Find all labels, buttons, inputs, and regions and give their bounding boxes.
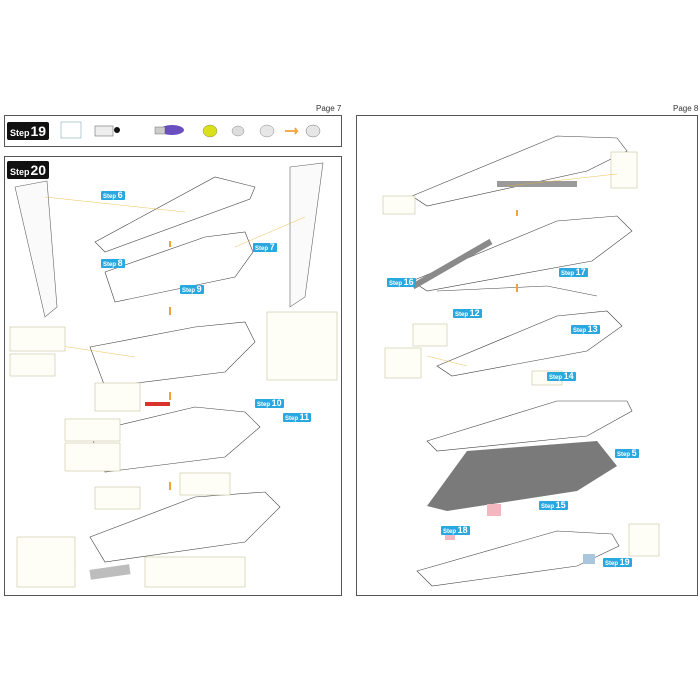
step-20-illustration	[9, 162, 338, 588]
callout-8: Step 8	[101, 258, 125, 268]
callout-5: Step 5	[615, 448, 639, 458]
callout-10: Step 10	[255, 398, 284, 408]
callout-7: Step 7	[253, 242, 277, 252]
page-number: Page 8	[673, 104, 699, 113]
callout-17: Step 17	[559, 267, 588, 277]
callout-15: Step 15	[539, 500, 568, 510]
callout-9: Step 9	[180, 284, 204, 294]
callout-12: Step 12	[453, 308, 482, 318]
callout-18: Step 18	[441, 525, 470, 535]
callout-14: Step 14	[547, 371, 576, 381]
step-19-illustration	[60, 121, 321, 139]
right-page: Page 8	[352, 0, 700, 700]
callout-6: Step 6	[101, 190, 125, 200]
step-20-continued-panel: Step 12 Step 13 Step 14 Step 5 Step 15 S…	[356, 115, 698, 596]
callout-16: Step 16	[387, 277, 416, 287]
step-20-continued-illustration	[382, 135, 660, 587]
callout-19: Step 19	[603, 557, 632, 567]
callout-11: Step 11	[283, 412, 312, 422]
page-number: Page 7	[316, 104, 342, 113]
callout-13: Step 13	[571, 324, 600, 334]
